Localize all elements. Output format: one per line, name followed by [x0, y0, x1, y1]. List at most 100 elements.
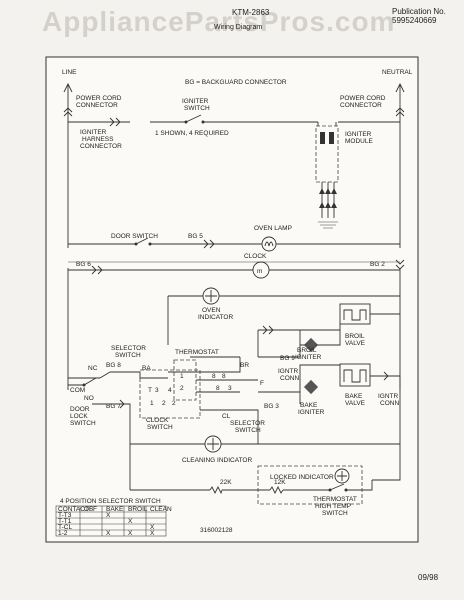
- bake-igniter-icon: [303, 379, 319, 395]
- table-cell: T-T1: [58, 518, 72, 525]
- svg-text:3: 3: [155, 387, 159, 394]
- bg9-label: BG 9: [280, 355, 295, 362]
- broil-igniter-icon: [303, 337, 319, 353]
- igniter-module-l2: MODULE: [345, 138, 373, 145]
- broil-igniter-l2: IGNITER: [295, 354, 322, 361]
- br-label: BR: [240, 362, 249, 369]
- svg-text:m: m: [257, 268, 262, 275]
- power-cord-left-l1: POWER CORD: [76, 95, 122, 102]
- bake-igniter-l1: BAKE: [300, 402, 318, 409]
- ba-label: BA: [142, 365, 151, 372]
- svg-text:3: 3: [228, 385, 232, 392]
- diagram-border: [45, 56, 419, 543]
- bg6-label: BG 6: [76, 261, 91, 268]
- publication-number: 5995240669: [392, 16, 437, 25]
- selector-wires: [68, 357, 241, 379]
- table-cell: X: [150, 524, 155, 531]
- door-lock-wire: [92, 403, 205, 445]
- igniter-switch-l1: IGNITER: [182, 98, 209, 105]
- bg5-connector: [203, 239, 215, 249]
- bg6-connector: [91, 265, 103, 275]
- table-cell: X: [128, 530, 133, 537]
- cl-label: CL: [222, 413, 231, 420]
- igntr-conn-d-l2: CONN: [380, 400, 399, 407]
- watermark: AppliancePartsPros.com: [42, 6, 396, 37]
- publication-label: Publication No.: [392, 7, 446, 16]
- neutral-arrow: [395, 82, 405, 93]
- bg2-connector: [395, 259, 405, 270]
- table-header-cell: CONTACTS: [58, 506, 94, 513]
- thermostat-high-l2: HIGH TEMP: [315, 503, 351, 510]
- oven-indicator-icon: [202, 287, 220, 305]
- bake-igniter-l2: IGNITER: [298, 409, 325, 416]
- power-cord-right-connector: [395, 107, 405, 117]
- svg-text:8: 8: [216, 385, 220, 392]
- igniter-harness-l1: IGNITER: [80, 129, 107, 136]
- selector-switch-box: [139, 369, 201, 419]
- svg-text:4: 4: [168, 387, 172, 394]
- igntr-conn-d-l1: IGNTR: [378, 393, 399, 400]
- igniter-module-box: [315, 125, 339, 183]
- door-lock-l1: DOOR: [70, 406, 90, 413]
- power-cord-left-l2: CONNECTOR: [76, 102, 118, 109]
- bg2-label: BG 2: [370, 261, 385, 268]
- igntr-conn-c-l1: IGNTR: [278, 368, 299, 375]
- igntr-conn-c-l2: CONN: [280, 375, 299, 382]
- part-number: 316002128: [200, 527, 233, 534]
- diagram-subtitle: Wiring Diagram: [214, 24, 263, 31]
- clock-label: CLOCK: [244, 253, 267, 260]
- thermostat-label: THERMOSTAT: [175, 349, 219, 356]
- locked-indicator-label: LOCKED INDICATOR: [270, 474, 334, 481]
- selector-bottom-l1: SELECTOR: [230, 420, 265, 427]
- table-header-cell: CLEAN: [150, 506, 172, 513]
- table-cell: T-T3: [58, 512, 72, 519]
- clock-icon: [252, 261, 270, 279]
- cleaning-indicator-label: CLEANING INDICATOR: [182, 457, 252, 464]
- table-header-cell: OFF: [84, 506, 97, 513]
- igniter-module-l1: IGNITER: [345, 131, 372, 138]
- locked-indicator-icon: [334, 468, 350, 484]
- bg-note: BG = BACKGUARD CONNECTOR: [185, 79, 287, 86]
- table-cell: X: [128, 518, 133, 525]
- bg5-label: BG 5: [188, 233, 203, 240]
- igniter-switch-contact: [185, 114, 202, 123]
- svg-text:8: 8: [212, 373, 216, 380]
- bake-valve-l2: VALVE: [345, 400, 366, 407]
- com-label: COM: [70, 387, 85, 394]
- power-cord-right-l2: CONNECTOR: [340, 102, 382, 109]
- nc-label: NC: [88, 365, 98, 372]
- oven-lamp-label: OVEN LAMP: [254, 225, 292, 232]
- line-label: LINE: [62, 69, 77, 76]
- door-switch-label: DOOR SWITCH: [111, 233, 158, 240]
- power-cord-left-connector: [63, 107, 73, 117]
- selector-switch-top-l1: SELECTOR: [111, 345, 146, 352]
- svg-text:1: 1: [180, 373, 184, 380]
- r12k-label: 12K: [274, 479, 286, 486]
- bake-wire: [258, 364, 340, 404]
- clock-switch-l1: CLOCK: [146, 417, 169, 424]
- table-cell: 1-2: [58, 530, 68, 537]
- igniter-switch-l2: SWITCH: [184, 105, 210, 112]
- line-arrow: [63, 82, 73, 93]
- bg7-label: BG 7: [106, 403, 121, 410]
- svg-text:2: 2: [180, 385, 184, 392]
- table-header-cell: BAKE: [106, 506, 124, 513]
- selector-bottom-l2: SWITCH: [235, 427, 261, 434]
- resistor-12k: [269, 485, 284, 495]
- footer-date: 09/98: [418, 573, 439, 582]
- shown-note: 1 SHOWN, 4 REQUIRED: [155, 130, 229, 137]
- svg-text:T: T: [148, 387, 152, 394]
- bake-valve-l1: BAKE: [345, 393, 363, 400]
- table-cell: X: [106, 530, 111, 537]
- r22k-label: 22K: [220, 479, 232, 486]
- igniter-harness-l3: CONNECTOR: [80, 143, 122, 150]
- locked-indicator-box: [257, 465, 363, 505]
- bg3-label: BG 3: [264, 403, 279, 410]
- table-cell: T-CL: [58, 524, 72, 531]
- igniter-harness-l2: HARNESS: [82, 136, 114, 143]
- broil-igniter-l1: BROIL: [297, 347, 317, 354]
- svg-text:2: 2: [162, 400, 166, 407]
- bake-valve-box: [339, 363, 371, 387]
